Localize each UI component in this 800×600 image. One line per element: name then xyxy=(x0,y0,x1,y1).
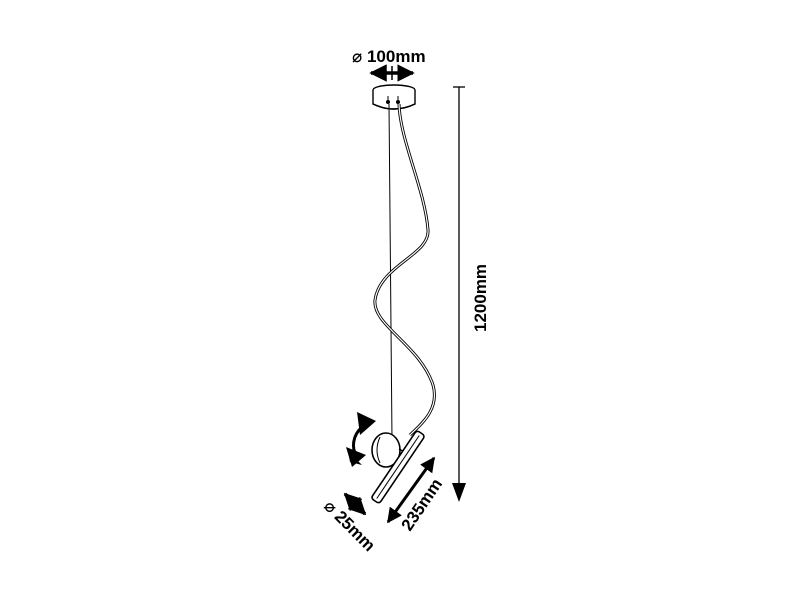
double-arrow-icon xyxy=(343,492,367,516)
height-label: 1200mm xyxy=(471,264,490,332)
canopy-width-arrow xyxy=(369,64,415,82)
tube-length-arrow xyxy=(386,456,436,524)
height-arrow xyxy=(452,86,466,502)
rotation-arrow-icon xyxy=(346,412,376,467)
tube-diameter-label: ⌀ 25mm xyxy=(320,496,379,555)
tube-length-label: 235mm xyxy=(398,475,447,534)
canopy-diameter-label: ⌀ 100mm xyxy=(352,47,426,66)
ceiling-canopy xyxy=(372,84,416,110)
power-cable xyxy=(373,103,436,437)
